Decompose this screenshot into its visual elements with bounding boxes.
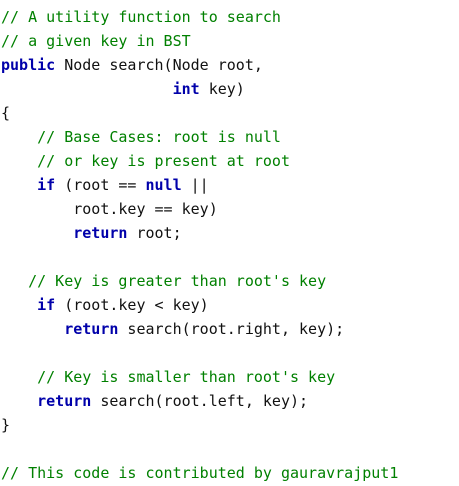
code-line: // Key is greater than root's key (1, 269, 398, 293)
code-text (1, 128, 37, 146)
code-keyword: return (37, 392, 92, 410)
code-keyword: null (145, 176, 182, 194)
code-line: // Key is smaller than root's key (1, 365, 398, 389)
code-text: key) (199, 80, 245, 98)
code-line (1, 341, 398, 365)
code-text: } (1, 416, 11, 434)
code-keyword: return (73, 224, 128, 242)
code-keyword: int (172, 80, 200, 98)
code-line: // a given key in BST (1, 29, 398, 53)
code-line (1, 245, 398, 269)
code-text (1, 80, 173, 98)
code-text (1, 320, 64, 338)
code-text (1, 272, 28, 290)
code-text (1, 296, 37, 314)
code-line: } (1, 413, 398, 437)
code-line (1, 437, 398, 461)
code-text: search(root.right, key); (118, 320, 345, 338)
code-line: public Node search(Node root, (1, 53, 398, 77)
code-keyword: public (1, 56, 56, 74)
code-line: return root; (1, 221, 398, 245)
code-line: // Base Cases: root is null (1, 125, 398, 149)
code-text: || (181, 176, 209, 194)
code-keyword: if (37, 296, 56, 314)
code-comment: // a given key in BST (1, 32, 191, 50)
code-line: return search(root.left, key); (1, 389, 398, 413)
code-text (1, 224, 73, 242)
code-text: search(root.left, key); (91, 392, 309, 410)
code-comment: // Key is smaller than root's key (37, 368, 336, 386)
code-text: root.key == key) (1, 200, 218, 218)
code-text: Node search(Node root, (55, 56, 263, 74)
code-comment: // Key is greater than root's key (28, 272, 327, 290)
code-line: if (root.key < key) (1, 293, 398, 317)
code-text: { (1, 104, 11, 122)
code-line: return search(root.right, key); (1, 317, 398, 341)
code-comment: // Base Cases: root is null (37, 128, 281, 146)
code-text: (root == (55, 176, 146, 194)
code-line: { (1, 101, 398, 125)
code-text (1, 176, 37, 194)
code-line: // A utility function to search (1, 5, 398, 29)
code-text (1, 152, 37, 170)
code-line: root.key == key) (1, 197, 398, 221)
code-comment: // or key is present at root (37, 152, 290, 170)
code-text: root; (127, 224, 182, 242)
code-line: // This code is contributed by gauravraj… (1, 461, 398, 485)
code-line: // or key is present at root (1, 149, 398, 173)
code-comment: // A utility function to search (1, 8, 281, 26)
code-line: int key) (1, 77, 398, 101)
code-comment: // This code is contributed by gauravraj… (1, 464, 399, 482)
code-line: if (root == null || (1, 173, 398, 197)
code-text: (root.key < key) (55, 296, 209, 314)
code-text (1, 392, 37, 410)
code-keyword: if (37, 176, 56, 194)
code-keyword: return (64, 320, 119, 338)
code-text (1, 368, 37, 386)
code-block: // A utility function to search // a give… (1, 5, 398, 485)
